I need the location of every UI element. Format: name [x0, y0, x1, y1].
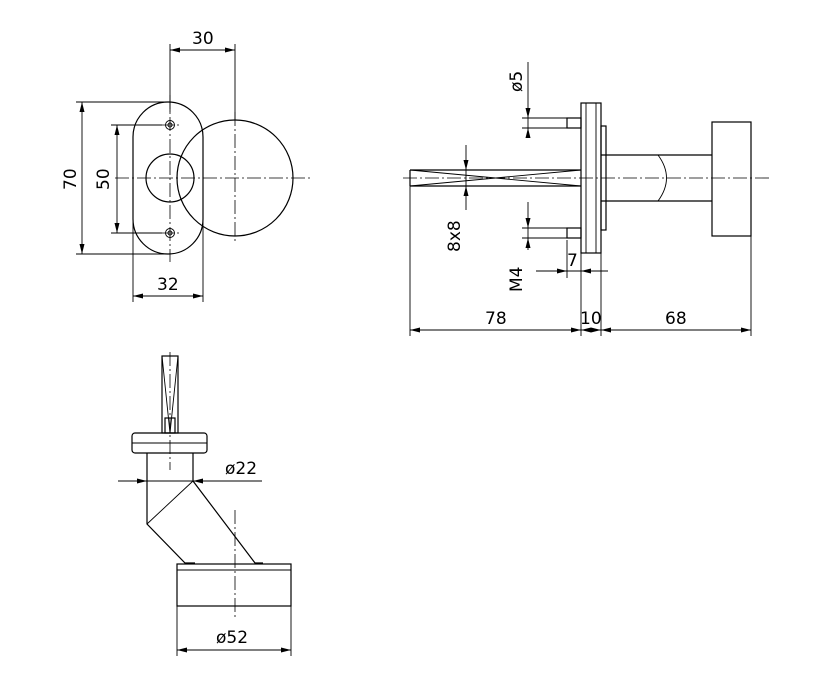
- dim-32-label: 32: [157, 275, 179, 295]
- dim-m4-label: M4: [507, 267, 527, 292]
- knob-side: [711, 121, 752, 237]
- dim-d52-label: ø52: [216, 628, 248, 648]
- dim-68-label: 68: [665, 309, 687, 329]
- dim-70-label: 70: [61, 168, 81, 190]
- dim-10-label: 10: [580, 309, 602, 329]
- dim-78-label: 78: [485, 309, 507, 329]
- dim-50-label: 50: [94, 168, 114, 190]
- top-view: ø22 ø52: [118, 352, 292, 656]
- knob-top: [176, 563, 292, 607]
- dim-d22-label: ø22: [225, 459, 257, 479]
- dim-7-label: 7: [567, 251, 578, 271]
- front-view: 30 70 50 32: [61, 29, 312, 302]
- side-view: ø5 8x8 M4 7 78 10 68: [403, 62, 770, 336]
- dim-d5-label: ø5: [507, 71, 527, 92]
- dim-30-label: 30: [192, 29, 214, 49]
- dim-8x8-label: 8x8: [445, 220, 465, 252]
